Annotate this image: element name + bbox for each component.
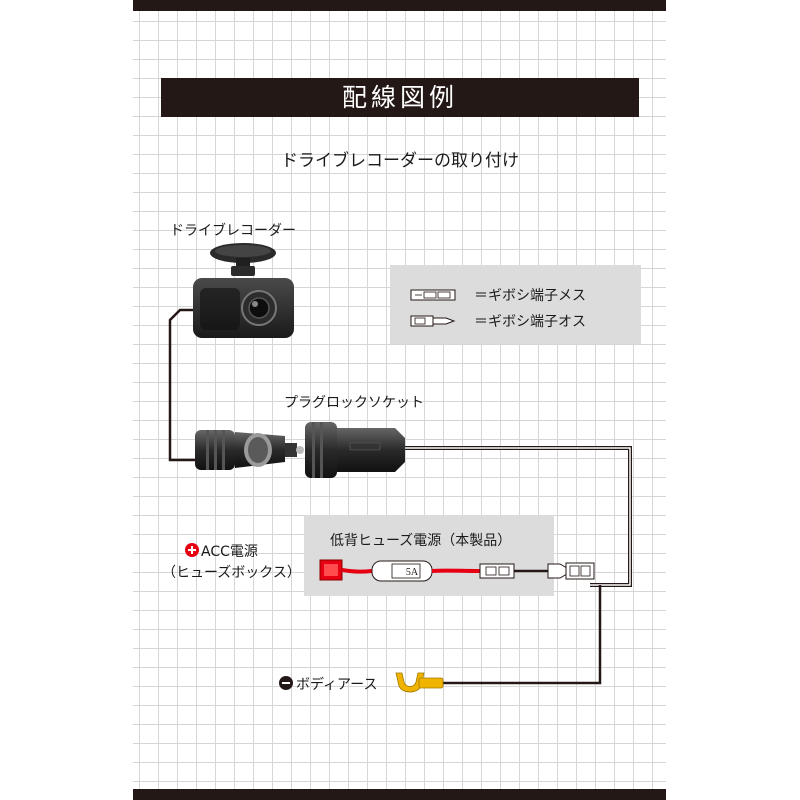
page-title: 配線図例 bbox=[161, 78, 639, 117]
socket-to-fuse-cable bbox=[405, 446, 632, 587]
grid-background bbox=[133, 0, 666, 800]
plus-icon bbox=[185, 543, 199, 557]
drive-recorder-illustration bbox=[193, 243, 294, 338]
earth-cable bbox=[440, 585, 602, 685]
plug-lock-socket-label: プラグロックソケット bbox=[284, 395, 424, 411]
body-earth-label: ボディアース bbox=[296, 677, 378, 693]
earth-terminal-illustration bbox=[395, 672, 444, 693]
top-border-bar bbox=[133, 0, 666, 11]
legend-item-female: ＝ギボシ端子メス bbox=[410, 284, 586, 306]
fuse-panel bbox=[304, 515, 554, 596]
recorder-cable bbox=[168, 308, 195, 462]
fuse-power-label: 低背ヒューズ電源（本製品） bbox=[330, 533, 512, 549]
diagram-subtitle: ドライブレコーダーの取り付け bbox=[281, 151, 519, 171]
acc-power-label: ACC電源 bbox=[201, 544, 258, 560]
bullet-female-icon bbox=[410, 289, 456, 301]
legend-male-text: ＝ギボシ端子オス bbox=[474, 314, 586, 330]
bottom-border-bar bbox=[133, 789, 666, 800]
cigarette-plug-illustration bbox=[195, 430, 304, 470]
legend-item-male: ＝ギボシ端子オス bbox=[410, 310, 586, 332]
legend-female-text: ＝ギボシ端子メス bbox=[474, 288, 586, 304]
bullet-male-icon bbox=[410, 315, 456, 327]
drive-recorder-label: ドライブレコーダー bbox=[170, 223, 296, 239]
bullet-female-connector bbox=[565, 562, 595, 580]
legend-panel: ＝ギボシ端子メス ＝ギボシ端子オス bbox=[390, 265, 641, 344]
plug-lock-socket-illustration bbox=[305, 422, 405, 478]
fuse-rating-label: 5A bbox=[406, 567, 419, 578]
acc-power-sublabel: （ヒューズボックス） bbox=[162, 565, 301, 581]
low-profile-fuse-illustration bbox=[319, 559, 515, 582]
minus-icon bbox=[279, 676, 293, 690]
